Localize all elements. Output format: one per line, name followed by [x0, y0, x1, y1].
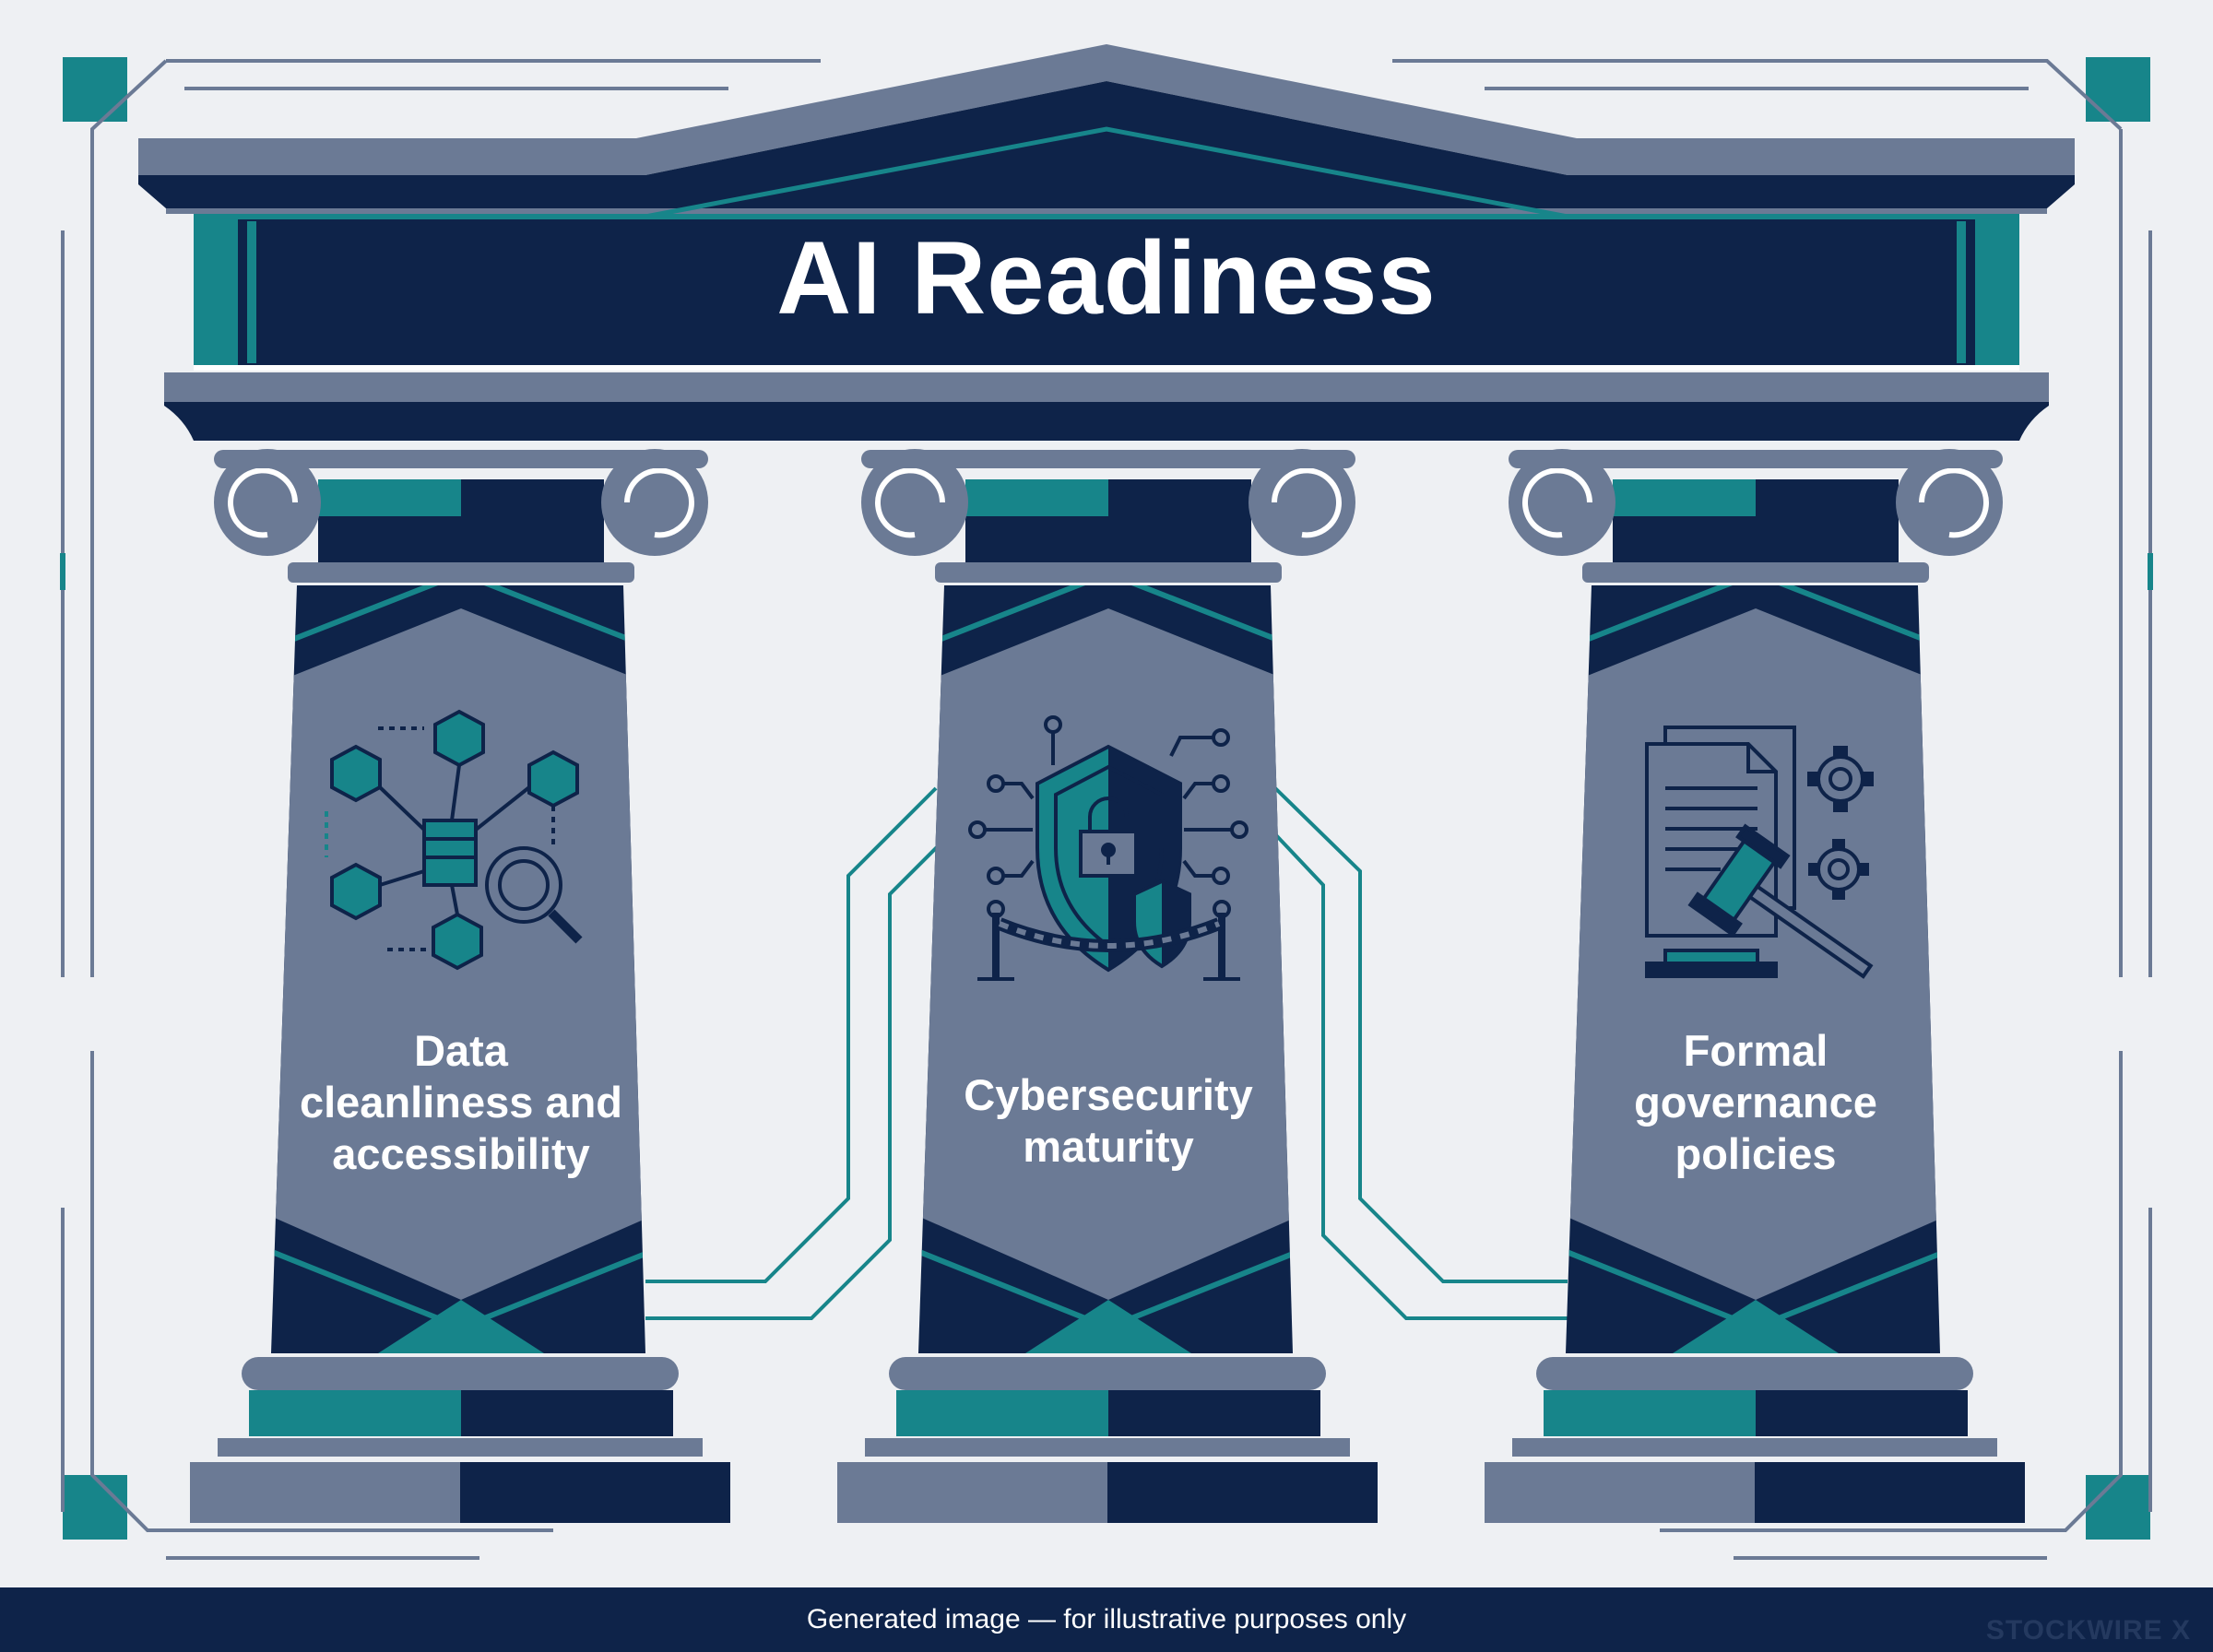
pillar-base	[1485, 1357, 2025, 1523]
decorative-frame	[60, 57, 2153, 1560]
main-title: AI Readiness	[776, 220, 1437, 336]
pillar-label-data: Data cleanliness and accessibility	[277, 1025, 645, 1180]
pillar-label-line: cleanliness and	[299, 1078, 623, 1127]
circuit-connectors	[645, 786, 1568, 1320]
pillar-cybersecurity	[837, 449, 1378, 1523]
pillar-capital	[214, 449, 708, 583]
pillar-governance	[1485, 449, 2025, 1523]
pillar-label-governance: Formal governance policies	[1571, 1025, 1940, 1180]
temple-illustration	[60, 44, 2153, 1560]
pillar-capital	[1509, 449, 2003, 583]
pillar-base	[837, 1357, 1378, 1523]
temple-roof	[138, 44, 2075, 441]
pillar-data	[190, 449, 730, 1523]
pillar-label-line: Data	[414, 1026, 508, 1075]
governance-documents-gavel-icon	[1645, 726, 1874, 979]
stockwire-watermark: STOCKWIRE X	[1985, 1615, 2191, 1646]
footer-bar: Generated image — for illustrative purpo…	[0, 1587, 2213, 1652]
pillar-label-line: accessibility	[332, 1129, 590, 1178]
pillar-label-line: policies	[1675, 1129, 1837, 1178]
pillar-base	[190, 1357, 730, 1523]
pillar-label-line: governance	[1634, 1078, 1877, 1127]
pillar-label-line: Formal	[1683, 1026, 1828, 1075]
pillar-label-cybersecurity: Cybersecurity maturity	[924, 1069, 1293, 1173]
security-shield-lock-icon	[968, 715, 1249, 981]
data-network-magnifier-icon	[325, 709, 583, 971]
pillar-label-line: maturity	[1023, 1122, 1194, 1171]
pillar-label-line: Cybersecurity	[964, 1070, 1253, 1119]
footer-caption: Generated image — for illustrative purpo…	[806, 1604, 1407, 1634]
pillar-capital	[861, 449, 1355, 583]
